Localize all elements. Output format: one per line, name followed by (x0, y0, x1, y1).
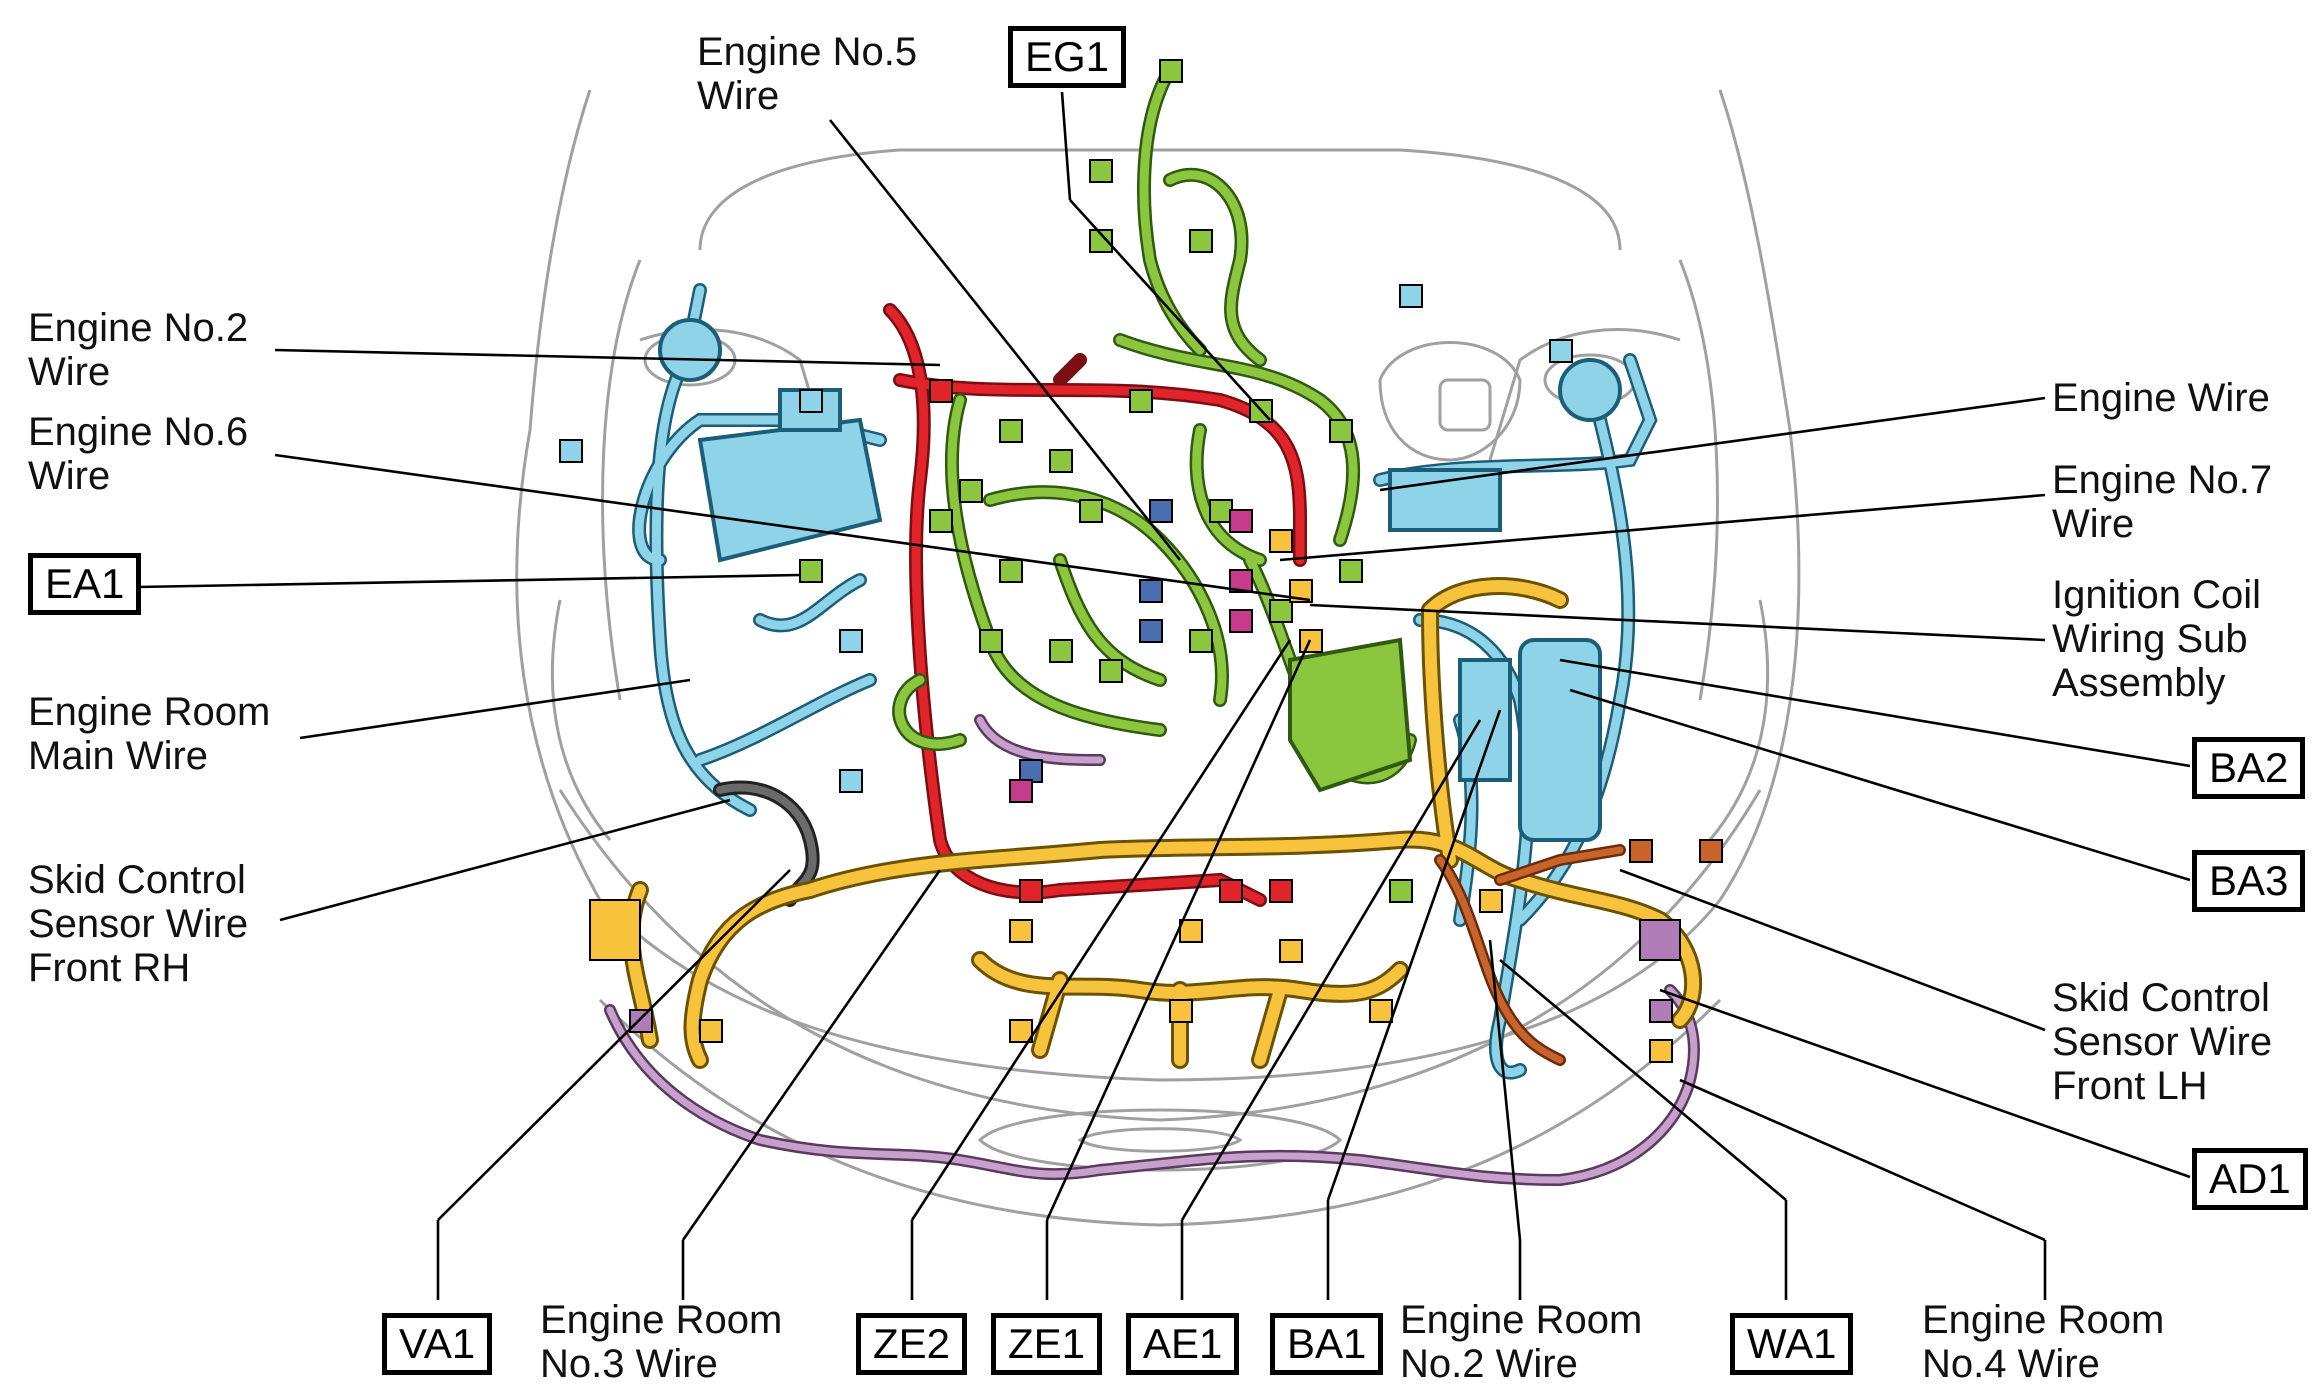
label-skid-control-front-rh: Skid Control Sensor Wire Front RH (28, 858, 249, 990)
leader-ba2 (1559, 658, 2191, 768)
engine-room-no2-harness-fill (1436, 846, 1624, 1064)
leader-eg1 (1060, 91, 1072, 201)
connector-ba2: BA2 (2192, 737, 2306, 799)
leader-ba3 (1569, 688, 2191, 882)
engine-room-main-harness-fill (634, 285, 1655, 1077)
leader-engine-wire (1379, 396, 2046, 492)
label-engine-room-no2-wire: Engine Room No.2 Wire (1400, 1298, 1643, 1386)
connector-eg1: EG1 (1008, 26, 1127, 88)
leader-lines (137, 91, 2191, 1300)
leader-skid-lh (1619, 868, 2046, 1032)
connector-ea1: EA1 (28, 553, 142, 615)
connector-ba1: BA1 (1270, 1313, 1384, 1375)
engine-room-no4-harness-fill (606, 716, 1698, 1184)
connector-ba3: BA3 (2192, 850, 2306, 912)
label-engine-room-no4-wire: Engine Room No.4 Wire (1922, 1298, 2165, 1386)
label-engine-room-no3-wire: Engine Room No.3 Wire (540, 1298, 783, 1386)
label-engine-no7-wire: Engine No.7 Wire (2052, 458, 2273, 546)
label-engine-no5-wire: Engine No.5 Wire (697, 30, 918, 118)
leader-eg1-b (1069, 199, 1271, 421)
label-skid-control-front-lh: Skid Control Sensor Wire Front LH (2052, 976, 2273, 1108)
connector-va1: VA1 (382, 1313, 493, 1375)
connector-ae1: AE1 (1126, 1313, 1240, 1375)
leader-engine-no7 (1279, 493, 2046, 562)
leader-ignition-coil (1309, 603, 2046, 642)
leader-engine-no2 (274, 348, 941, 367)
leader-engine-room-main (299, 678, 691, 740)
label-engine-no6-wire: Engine No.6 Wire (28, 410, 249, 498)
label-engine-room-main-wire: Engine Room Main Wire (28, 690, 271, 778)
leader-engine-no6 (274, 453, 1311, 602)
connector-ze1: ZE1 (991, 1313, 1103, 1375)
leader-ea1 (137, 573, 801, 589)
label-ignition-coil-wiring-sub-assembly: Ignition Coil Wiring Sub Assembly (2052, 573, 2262, 705)
connector-ze2: ZE2 (856, 1313, 968, 1375)
vehicle-body-outline (515, 89, 1801, 1227)
connector-blocks (559, 59, 1723, 1063)
connector-wa1: WA1 (1730, 1313, 1854, 1375)
leader-engine-no5 (828, 119, 1182, 561)
connector-ad1: AD1 (2192, 1148, 2308, 1210)
label-engine-no2-wire: Engine No.2 Wire (28, 306, 249, 394)
leader-ad1 (1659, 988, 2191, 1179)
engine-cover-block (1288, 637, 1413, 793)
engine-no2-harness-fill (885, 305, 1305, 905)
leader-skid-rh (279, 798, 731, 922)
label-engine-wire: Engine Wire (2052, 376, 2270, 420)
